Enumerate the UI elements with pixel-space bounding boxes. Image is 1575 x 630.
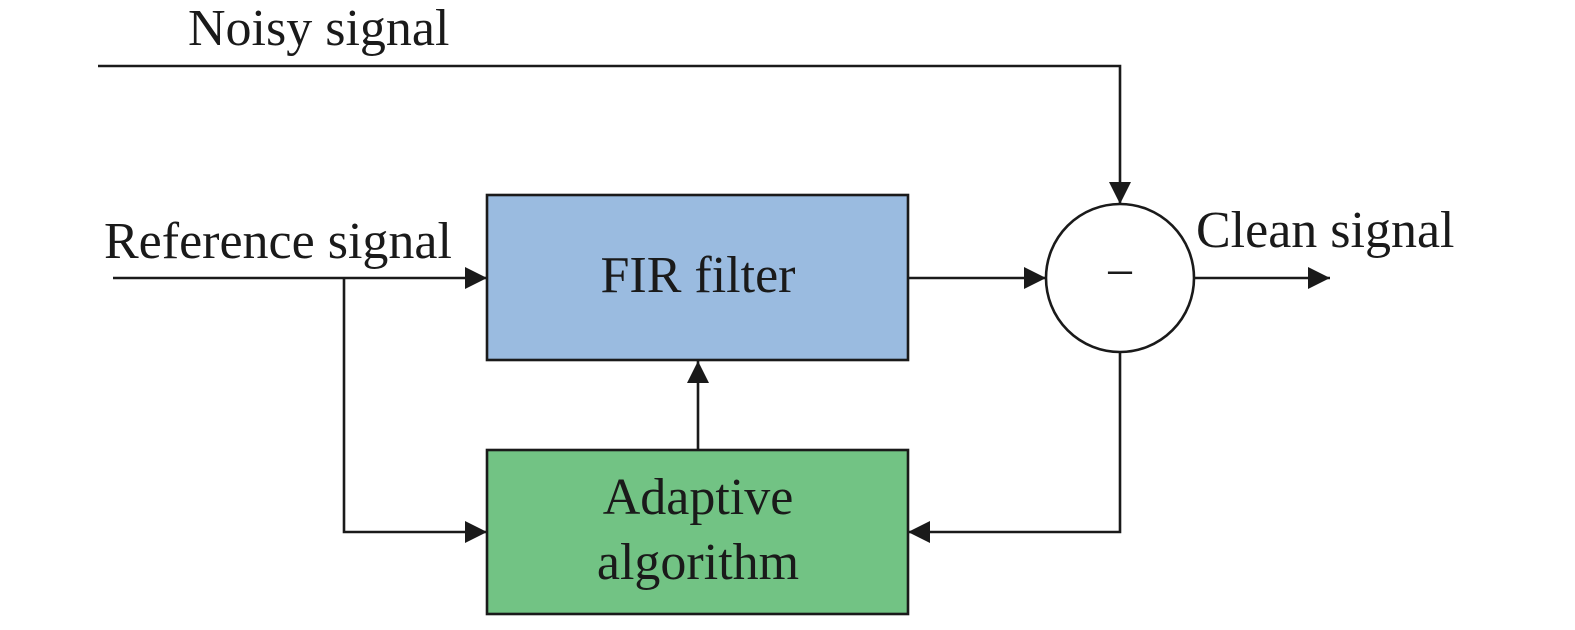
fir-filter-block — [485, 193, 910, 362]
clean-signal-label: Clean signal — [1196, 202, 1455, 259]
fir-filter-label: FIR filter — [601, 247, 796, 304]
adaptive-algorithm-label-line1: Adaptive — [603, 469, 794, 526]
error-feedback-wire — [908, 352, 1122, 543]
adaptive-algorithm-label-line2: algorithm — [597, 534, 799, 591]
adaptive-algorithm-block — [485, 448, 910, 616]
noisy-signal-wire — [98, 64, 1131, 204]
reference-signal-label: Reference signal — [104, 213, 452, 270]
noisy-signal-label: Noisy signal — [188, 0, 449, 57]
minus-symbol: − — [1105, 245, 1134, 302]
reference-to-adaptive-wire — [342, 278, 487, 543]
